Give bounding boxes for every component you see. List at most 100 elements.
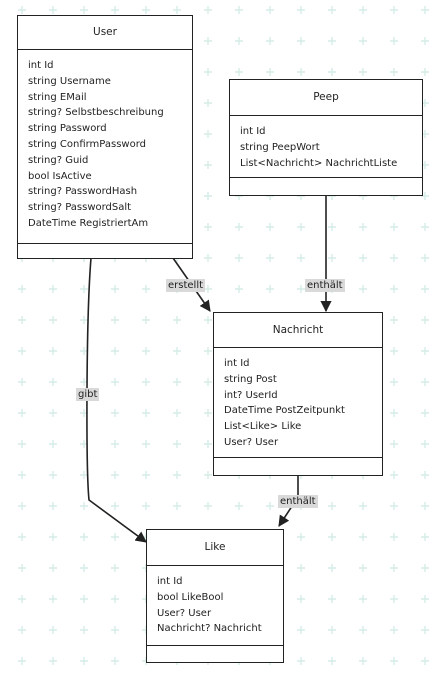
grid-plus-mark (49, 378, 57, 386)
grid-plus-mark (390, 347, 398, 355)
class-user[interactable]: User int Id string Username string EMail… (17, 15, 193, 259)
class-like[interactable]: Like int Id bool LikeBool User? User Nac… (146, 529, 284, 663)
grid-plus-mark (328, 223, 336, 231)
grid-plus-mark (328, 254, 336, 262)
grid-plus-mark (359, 254, 367, 262)
grid-plus-mark (204, 378, 212, 386)
grid-plus-mark (328, 657, 336, 665)
grid-plus-mark (173, 6, 181, 14)
grid-plus-mark (421, 378, 429, 386)
grid-plus-mark (49, 626, 57, 634)
grid-plus-mark (235, 223, 243, 231)
grid-plus-mark (80, 285, 88, 293)
class-attribute: string? Selbstbeschreibung (28, 107, 164, 119)
grid-plus-mark (142, 378, 150, 386)
grid-plus-mark (390, 595, 398, 603)
grid-plus-mark (421, 409, 429, 417)
class-attribute: string? PasswordHash (28, 186, 138, 198)
grid-plus-mark (421, 595, 429, 603)
grid-plus-mark (204, 6, 212, 14)
grid-plus-mark (390, 285, 398, 293)
grid-plus-mark (173, 347, 181, 355)
grid-plus-mark (266, 37, 274, 45)
grid-plus-mark (359, 68, 367, 76)
grid-plus-mark (111, 316, 119, 324)
grid-plus-mark (421, 533, 429, 541)
grid-plus-mark (421, 347, 429, 355)
grid-plus-mark (235, 6, 243, 14)
grid-plus-mark (111, 6, 119, 14)
grid-plus-mark (297, 68, 305, 76)
grid-plus-mark (80, 595, 88, 603)
grid-plus-mark (328, 533, 336, 541)
grid-plus-mark (390, 6, 398, 14)
grid-plus-mark (390, 254, 398, 262)
grid-plus-mark (49, 347, 57, 355)
grid-plus-mark (204, 409, 212, 417)
grid-plus-mark (49, 316, 57, 324)
class-peep[interactable]: Peep int Id string PeepWort List<Nachric… (229, 79, 423, 196)
class-attribute: User? User (157, 607, 212, 619)
grid-plus-mark (80, 471, 88, 479)
grid-plus-mark (421, 440, 429, 448)
grid-plus-mark (421, 68, 429, 76)
grid-plus-mark (328, 6, 336, 14)
grid-plus-mark (173, 471, 181, 479)
grid-plus-mark (421, 192, 429, 200)
grid-plus-mark (49, 440, 57, 448)
grid-plus-mark (80, 657, 88, 665)
grid-plus-mark (204, 37, 212, 45)
grid-plus-mark (204, 223, 212, 231)
grid-plus-mark (421, 471, 429, 479)
grid-plus-mark (390, 68, 398, 76)
grid-plus-mark (359, 37, 367, 45)
grid-plus-mark (390, 316, 398, 324)
grid-plus-mark (18, 595, 26, 603)
grid-plus-mark (18, 657, 26, 665)
grid-plus-mark (18, 378, 26, 386)
grid-plus-mark (359, 533, 367, 541)
grid-plus-mark (297, 6, 305, 14)
class-attribute: string PeepWort (240, 141, 320, 153)
grid-plus-mark (390, 564, 398, 572)
grid-plus-mark (204, 502, 212, 510)
class-attribute: string EMail (28, 91, 87, 103)
grid-plus-mark (266, 285, 274, 293)
class-attribute: User? User (224, 436, 279, 448)
grid-plus-mark (49, 471, 57, 479)
grid-plus-mark (390, 533, 398, 541)
grid-plus-mark (421, 223, 429, 231)
class-attribute: bool IsActive (28, 170, 92, 182)
grid-plus-mark (80, 533, 88, 541)
class-attribute: int Id (224, 358, 250, 369)
grid-plus-mark (173, 378, 181, 386)
grid-plus-mark (235, 254, 243, 262)
relation-label-enthaelt-nachricht: enthält (278, 495, 318, 508)
class-user-attributes: int Id string Username string EMail stri… (18, 50, 192, 244)
relation-label-erstellt: erstellt (166, 279, 206, 292)
class-nachricht[interactable]: Nachricht int Id string Post int? UserId… (213, 312, 383, 476)
class-like-title: Like (147, 530, 283, 566)
grid-plus-mark (328, 564, 336, 572)
grid-plus-mark (142, 347, 150, 355)
grid-plus-mark (297, 595, 305, 603)
grid-plus-mark (359, 564, 367, 572)
class-attribute: DateTime RegistriertAm (28, 217, 149, 229)
grid-plus-mark (49, 409, 57, 417)
class-attribute: string? Guid (28, 154, 89, 166)
grid-plus-mark (390, 37, 398, 45)
grid-plus-mark (204, 99, 212, 107)
grid-plus-mark (111, 626, 119, 634)
grid-plus-mark (421, 316, 429, 324)
class-attribute: int Id (28, 60, 54, 71)
grid-plus-mark (18, 6, 26, 14)
grid-plus-mark (421, 502, 429, 510)
grid-plus-mark (390, 440, 398, 448)
grid-plus-mark (173, 316, 181, 324)
grid-plus-mark (18, 502, 26, 510)
grid-plus-mark (111, 378, 119, 386)
class-attribute: List<Nachricht> NachrichtListe (240, 157, 398, 169)
grid-plus-mark (390, 657, 398, 665)
grid-plus-mark (204, 130, 212, 138)
grid-plus-mark (142, 409, 150, 417)
